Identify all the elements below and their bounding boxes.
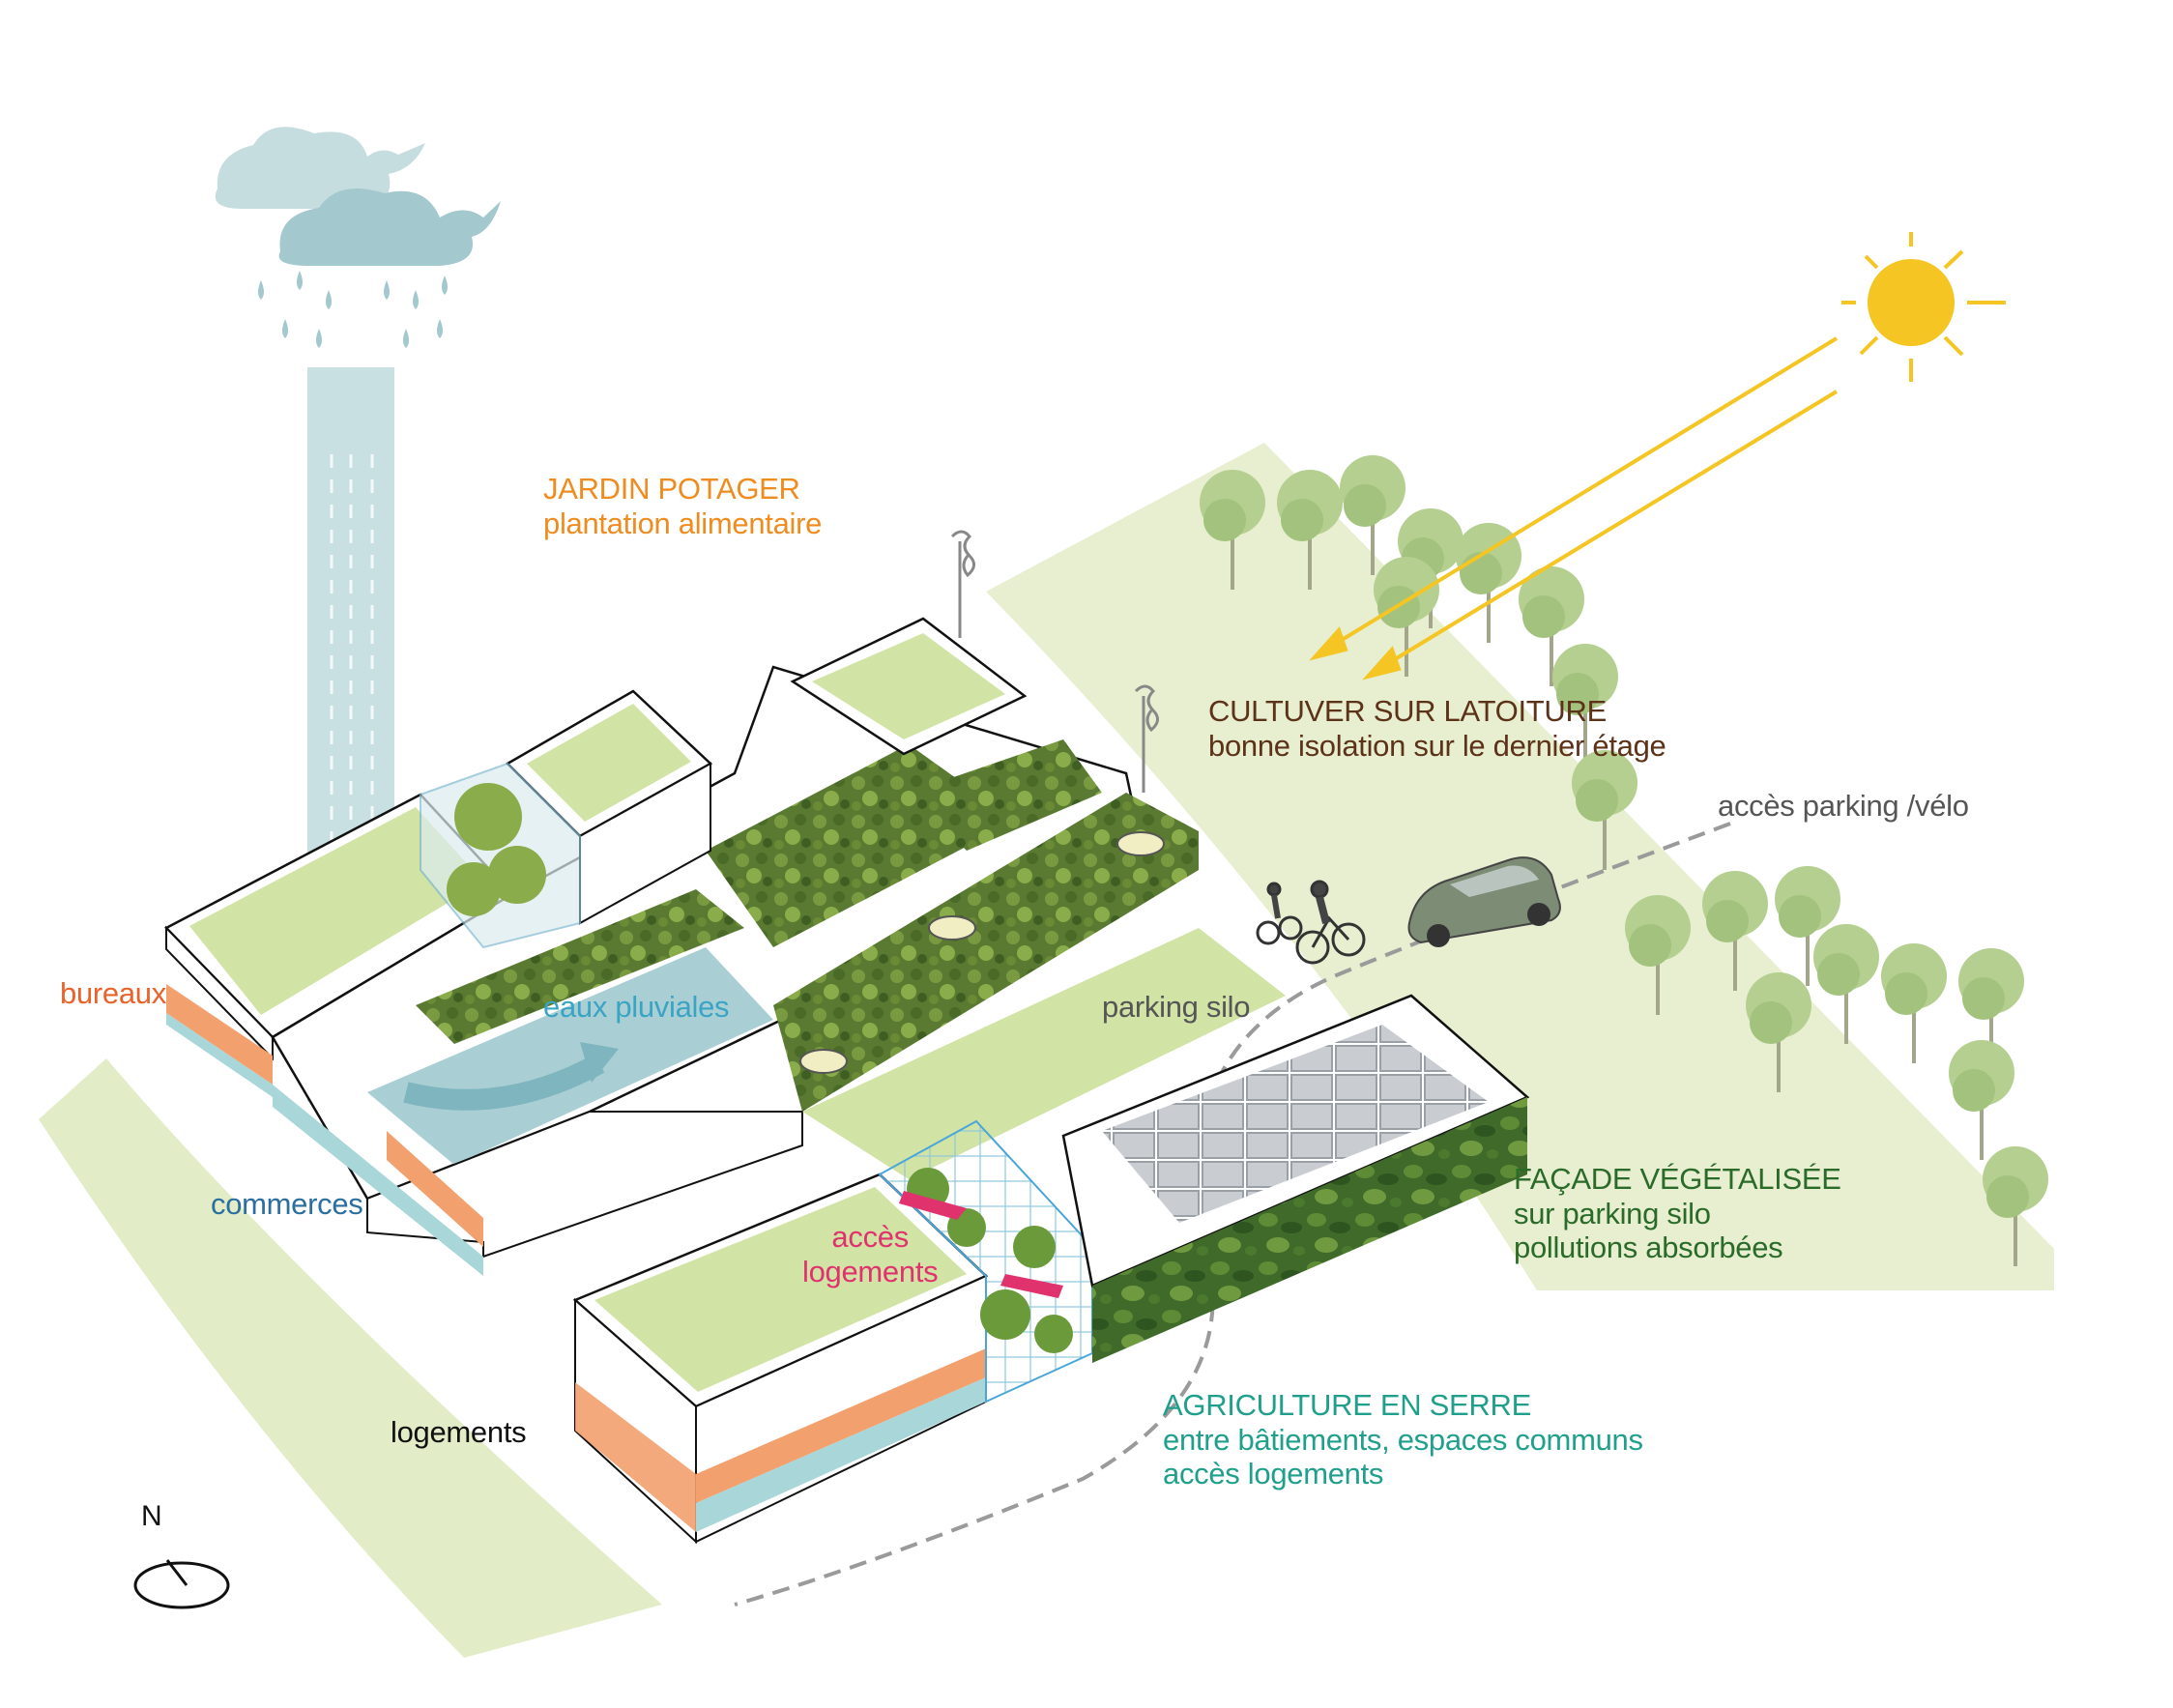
commerces-band	[273, 1085, 483, 1276]
eaux-pluviales-label: eaux pluviales	[543, 990, 730, 1024]
acces-logements-label: accès logements	[802, 1220, 939, 1288]
cultiver-label: CULTUVER SUR LATOITURE bonne isolation s…	[1208, 694, 1666, 763]
bureaux-label: bureaux	[60, 976, 166, 1010]
jardin-title: JARDIN POTAGER	[543, 472, 800, 506]
facade-label: FAÇADE VÉGÉTALISÉE sur parking silo poll…	[1514, 1162, 1841, 1265]
jardin-potager-label: JARDIN POTAGER plantation alimentaire	[543, 472, 822, 540]
tree-icon	[1983, 1146, 2048, 1266]
logements-label: logements	[391, 1415, 527, 1449]
tree-icon	[1374, 557, 1439, 677]
acces-logements-line-1: accès	[831, 1220, 909, 1254]
sun-icon	[1841, 232, 2006, 382]
cyclist-icon	[1256, 880, 1366, 965]
planter-discs	[799, 831, 1165, 1074]
water-flow-arrow	[403, 1054, 605, 1111]
car-icon	[1407, 856, 1561, 947]
acces-parking-label: accès parking /vélo	[1718, 789, 1969, 823]
building-complex	[163, 617, 1530, 1545]
tree-icon	[1519, 566, 1584, 686]
pink-access-walkway	[899, 1191, 1063, 1298]
facade-subtitle-2: pollutions absorbées	[1514, 1230, 1783, 1265]
tree-icon	[1340, 455, 1405, 575]
sloped-garden-roof	[773, 793, 1199, 1112]
jardin-subtitle: plantation alimentaire	[543, 506, 823, 540]
facade-title: FAÇADE VÉGÉTALISÉE	[1514, 1162, 1841, 1196]
commerces-label: commerces	[211, 1187, 363, 1221]
tree-icon	[1200, 470, 1265, 590]
veg-strip-left	[416, 889, 744, 1044]
tree-row	[1200, 455, 2048, 1266]
tree-icon	[1775, 866, 1840, 986]
tree-icon	[1881, 943, 1947, 1063]
tree-icon	[1813, 924, 1879, 1044]
agriculture-subtitle-2: accès logements	[1163, 1457, 1384, 1491]
agriculture-label: AGRICULTURE EN SERRE entre bâtiements, e…	[1163, 1388, 1643, 1491]
agriculture-title: AGRICULTURE EN SERRE	[1163, 1388, 1531, 1422]
agriculture-subtitle-1: entre bâtiements, espaces communs	[1163, 1422, 1643, 1457]
facade-subtitle-1: sur parking silo	[1514, 1196, 1711, 1230]
tree-icon	[1958, 948, 2024, 1068]
tree-icon	[1277, 470, 1343, 590]
rain-cloud-icon	[215, 127, 501, 348]
greenhouse-tree	[447, 783, 546, 916]
wind-turbine-icon	[950, 530, 1159, 793]
parking-silo-label: parking silo	[1102, 990, 1251, 1024]
tree-icon	[1702, 871, 1768, 991]
tree-icon	[1746, 972, 1811, 1092]
cultiver-subtitle: bonne isolation sur le dernier étage	[1208, 728, 1666, 763]
north-label: N	[141, 1500, 162, 1532]
tree-icon	[1625, 895, 1691, 1015]
logements-blue-band	[696, 1377, 986, 1532]
solar-panels	[1102, 1025, 1489, 1223]
cultiver-title: CULTUVER SUR LATOITURE	[1208, 694, 1607, 728]
parking-silo-roof	[802, 928, 1286, 1179]
tree-icon	[1572, 750, 1637, 870]
acces-logements-line-2: logements	[802, 1254, 939, 1288]
tree-icon	[1949, 1040, 2014, 1160]
sun-rays-arrows	[1309, 336, 1839, 680]
middle-orange-band	[387, 1131, 483, 1247]
left-green-band	[39, 1058, 662, 1658]
tree-icon	[1456, 523, 1521, 643]
tree-icon	[1552, 644, 1618, 764]
bureaux-orange-band	[166, 984, 273, 1085]
vegetated-facade	[1092, 1097, 1527, 1363]
logements-orange-band	[696, 1348, 986, 1503]
garden-beds-right	[909, 739, 1102, 851]
north-arrow-icon	[133, 1559, 230, 1609]
